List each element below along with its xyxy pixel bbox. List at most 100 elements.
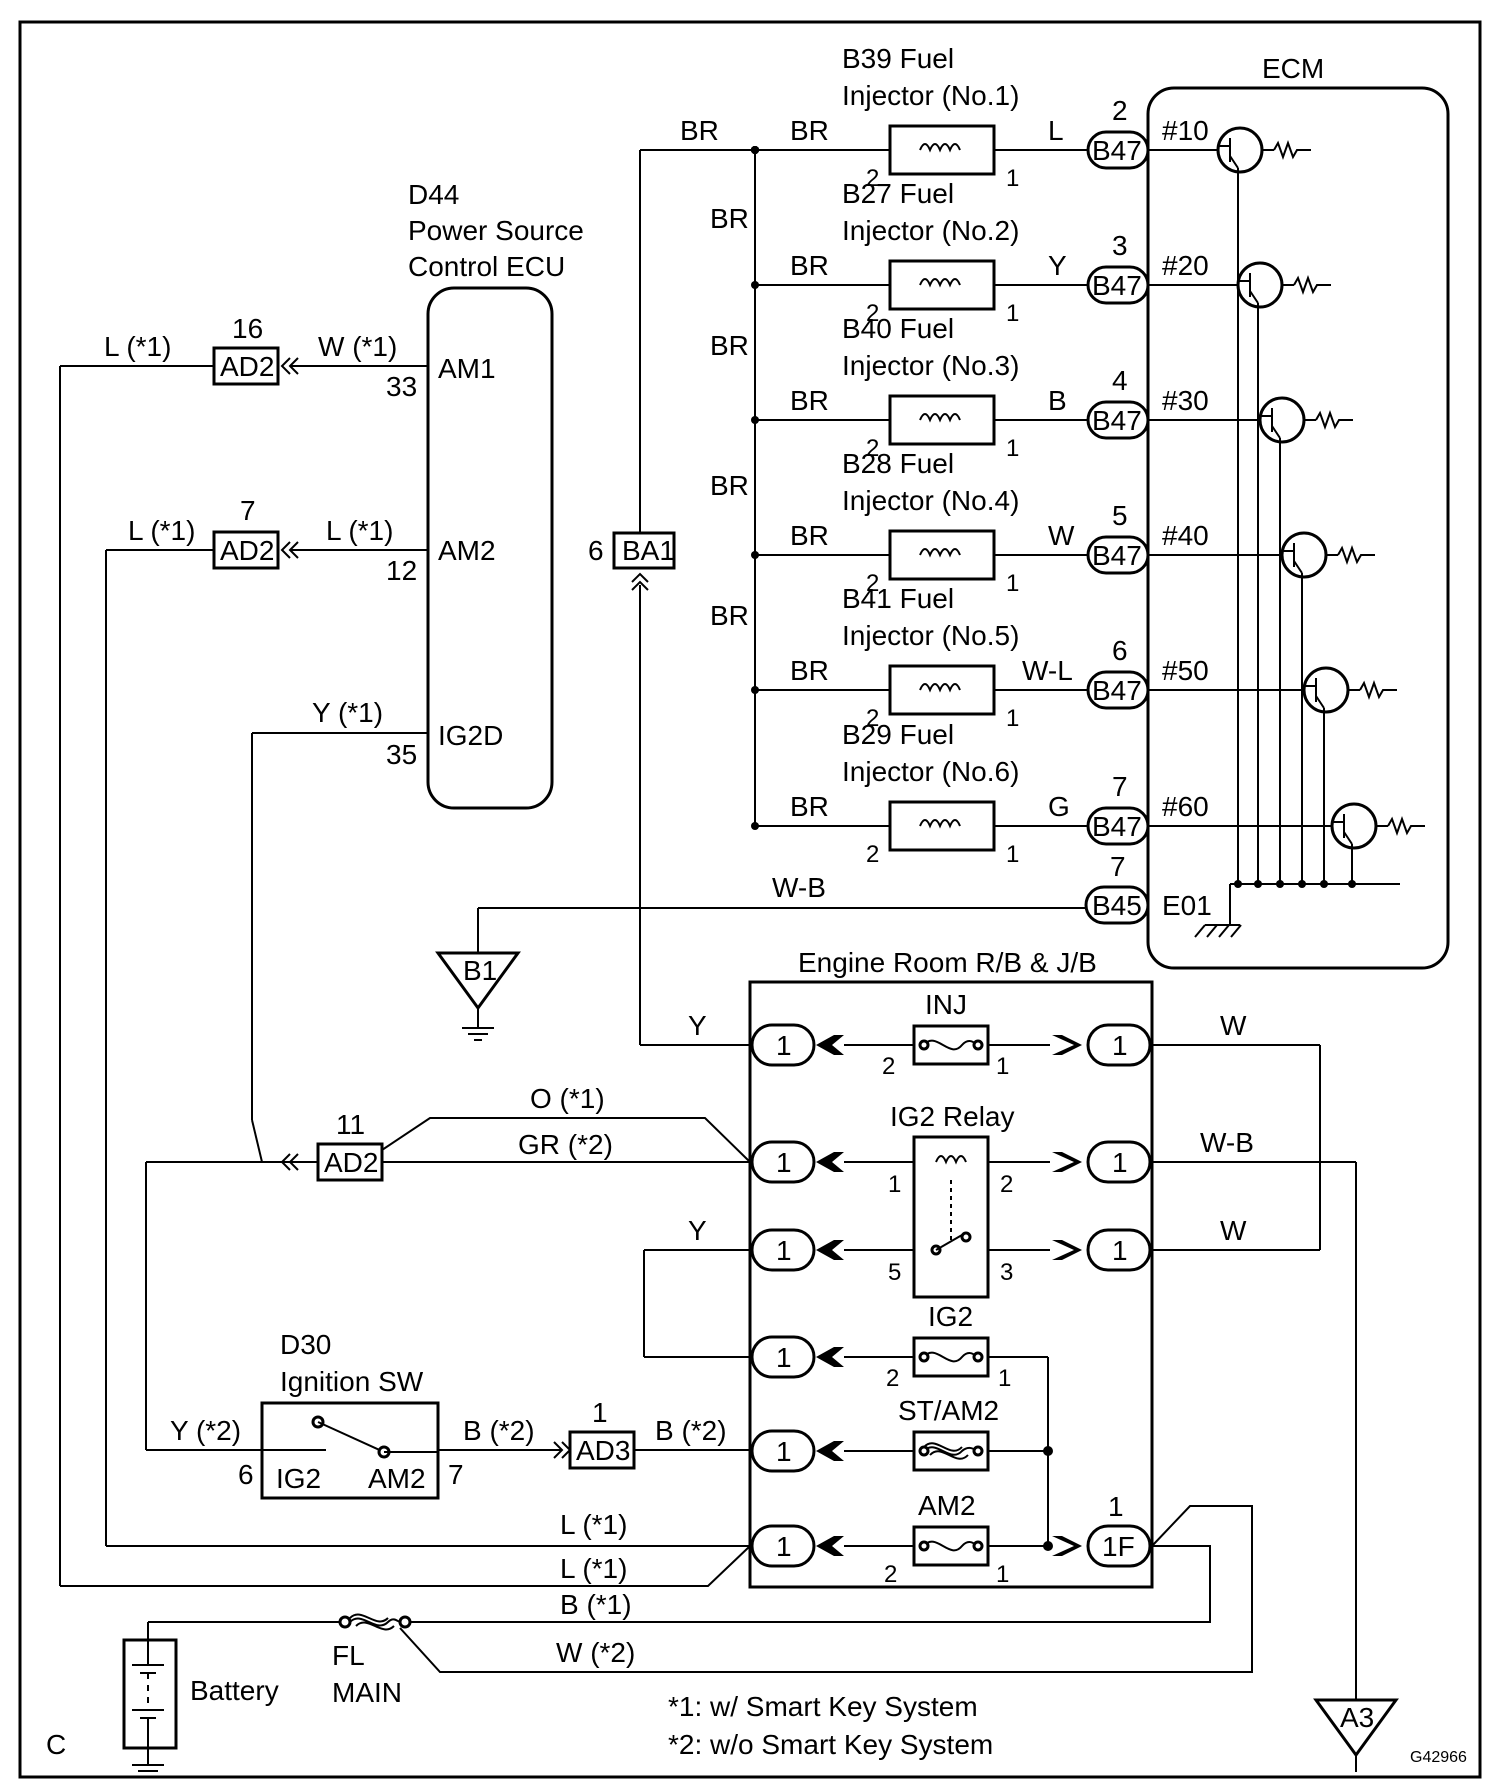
injector-br-6: BR bbox=[790, 791, 829, 822]
injector-pin-left-4: 2 bbox=[866, 570, 879, 597]
conn-b47-label-4: B47 bbox=[1092, 540, 1142, 571]
w-top-label: W bbox=[1220, 1010, 1247, 1041]
injector-pin-left-2: 2 bbox=[866, 300, 879, 327]
injector-wire-6: G bbox=[1048, 791, 1070, 822]
relay-pin-1: 1 bbox=[888, 1171, 901, 1198]
injector-wire-5: W-L bbox=[1022, 655, 1073, 686]
figure-code: G42966 bbox=[1410, 1749, 1467, 1766]
o-wire-label: O (*1) bbox=[530, 1083, 605, 1114]
conn-1f-pin: 1 bbox=[1108, 1491, 1124, 1522]
b45-label: B45 bbox=[1092, 890, 1142, 921]
conn-b47-label-5: B47 bbox=[1092, 675, 1142, 706]
b1-label: B1 bbox=[463, 955, 497, 986]
rb-right-conn-1 bbox=[1086, 1023, 1152, 1067]
rb-left-conn-3 bbox=[750, 1228, 816, 1272]
injector-br-1: BR bbox=[790, 115, 829, 146]
injector-br-2: BR bbox=[790, 250, 829, 281]
ecm-pin-4: #40 bbox=[1162, 520, 1209, 551]
ba1-pin: 6 bbox=[588, 535, 604, 566]
power-ecu-num-ig2d: 35 bbox=[386, 739, 417, 770]
power-ecu-num-am1: 33 bbox=[386, 371, 417, 402]
injector-1-coil bbox=[888, 124, 996, 176]
injector-pin-left-3: 2 bbox=[866, 435, 879, 462]
rb-right-conn-3 bbox=[1086, 1228, 1152, 1272]
ignition-name: Ignition SW bbox=[280, 1366, 424, 1397]
power-ecu-name-1: Power Source bbox=[408, 215, 584, 246]
outer-frame bbox=[18, 20, 1482, 1779]
ad2-16-left-label: L (*1) bbox=[104, 331, 171, 362]
transistor-2 bbox=[1236, 261, 1284, 309]
power-ecu-pin-am1: AM1 bbox=[438, 353, 496, 384]
wb-ground-label: W-B bbox=[772, 872, 826, 903]
am2-fuse-label: AM2 bbox=[918, 1490, 976, 1521]
injector-5-coil bbox=[888, 664, 996, 716]
wb-label: W-B bbox=[1200, 1127, 1254, 1158]
ig2-pin-1: 1 bbox=[998, 1365, 1011, 1392]
ad2-7-label: AD2 bbox=[220, 535, 274, 566]
ba1-label: BA1 bbox=[622, 535, 675, 566]
a3-label: A3 bbox=[1340, 1702, 1374, 1733]
rb-left-conn-6 bbox=[750, 1524, 816, 1568]
ad3-pin: 1 bbox=[592, 1397, 608, 1428]
gr-wire-label: GR (*2) bbox=[518, 1129, 613, 1160]
battery-symbol bbox=[122, 1638, 178, 1750]
o-wire bbox=[381, 1117, 751, 1163]
rb-left-conn-label-1: 1 bbox=[776, 1030, 792, 1061]
br-seg2-label: BR bbox=[710, 330, 749, 361]
y2-wire-label: Y (*2) bbox=[170, 1415, 241, 1446]
transistor-1 bbox=[1216, 126, 1264, 174]
injector-wire-1: L bbox=[1048, 115, 1064, 146]
ig2-relay-coil bbox=[935, 1155, 967, 1165]
power-ecu-box bbox=[426, 286, 554, 810]
l1-label: L (*1) bbox=[560, 1509, 627, 1540]
w-mid-label: W bbox=[1220, 1215, 1247, 1246]
w2-wire-label: W (*2) bbox=[556, 1637, 635, 1668]
relay-pin-5: 5 bbox=[888, 1259, 901, 1286]
injector-pin-right-3: 1 bbox=[1006, 435, 1019, 462]
relay-block-box bbox=[748, 980, 1154, 1589]
rb-left-conn-4 bbox=[750, 1335, 816, 1379]
ecm-pin-5: #50 bbox=[1162, 655, 1209, 686]
injector-br-4: BR bbox=[790, 520, 829, 551]
injector-pin-right-6: 1 bbox=[1006, 841, 1019, 868]
ad2-7-left-label: L (*1) bbox=[128, 515, 195, 546]
rb-right-conn-label-1: 1 bbox=[1112, 1030, 1128, 1061]
power-ecu-code: D44 bbox=[408, 179, 459, 210]
relay-pin-3: 3 bbox=[1000, 1259, 1013, 1286]
ecm-pin-e01: E01 bbox=[1162, 890, 1212, 921]
injector-model-5: Injector (No.5) bbox=[842, 620, 1019, 651]
ad2-7-pin: 7 bbox=[240, 495, 256, 526]
y-top-label: Y bbox=[688, 1010, 707, 1041]
transistor-5 bbox=[1302, 666, 1350, 714]
conn-b47-label-2: B47 bbox=[1092, 270, 1142, 301]
fl-main-fuse bbox=[349, 1613, 401, 1631]
ig2-relay bbox=[912, 1135, 990, 1299]
injector-name-3: B40 Fuel bbox=[842, 313, 954, 344]
ad2-16-pin: 16 bbox=[232, 313, 263, 344]
conn-b47-pin-6: 7 bbox=[1112, 771, 1128, 802]
rb-conn-1f-label: 1F bbox=[1102, 1531, 1135, 1562]
am2-pin-2: 2 bbox=[884, 1561, 897, 1588]
note-1: *1: w/ Smart Key System bbox=[668, 1691, 978, 1722]
l2-label: L (*1) bbox=[560, 1553, 627, 1584]
conn-b47-pin-4: 5 bbox=[1112, 500, 1128, 531]
ig2-relay-contact bbox=[935, 1234, 963, 1251]
injector-br-3: BR bbox=[790, 385, 829, 416]
ignition-am2: AM2 bbox=[368, 1463, 426, 1494]
ecm-pin-2: #20 bbox=[1162, 250, 1209, 281]
injector-name-4: B28 Fuel bbox=[842, 448, 954, 479]
battery-label: Battery bbox=[190, 1675, 279, 1706]
conn-b47-label-6: B47 bbox=[1092, 811, 1142, 842]
injector-name-2: B27 Fuel bbox=[842, 178, 954, 209]
am2-pin-1: 1 bbox=[996, 1561, 1009, 1588]
br-seg1-label: BR bbox=[710, 203, 749, 234]
injector-wire-3: B bbox=[1048, 385, 1067, 416]
ig2d-wire-label: Y (*1) bbox=[312, 697, 383, 728]
inj-pin-1: 1 bbox=[996, 1053, 1009, 1080]
rb-left-conn-label-5: 1 bbox=[776, 1436, 792, 1467]
fl-main-label-1: FL bbox=[332, 1640, 365, 1671]
rb-left-conn-1 bbox=[750, 1023, 816, 1067]
